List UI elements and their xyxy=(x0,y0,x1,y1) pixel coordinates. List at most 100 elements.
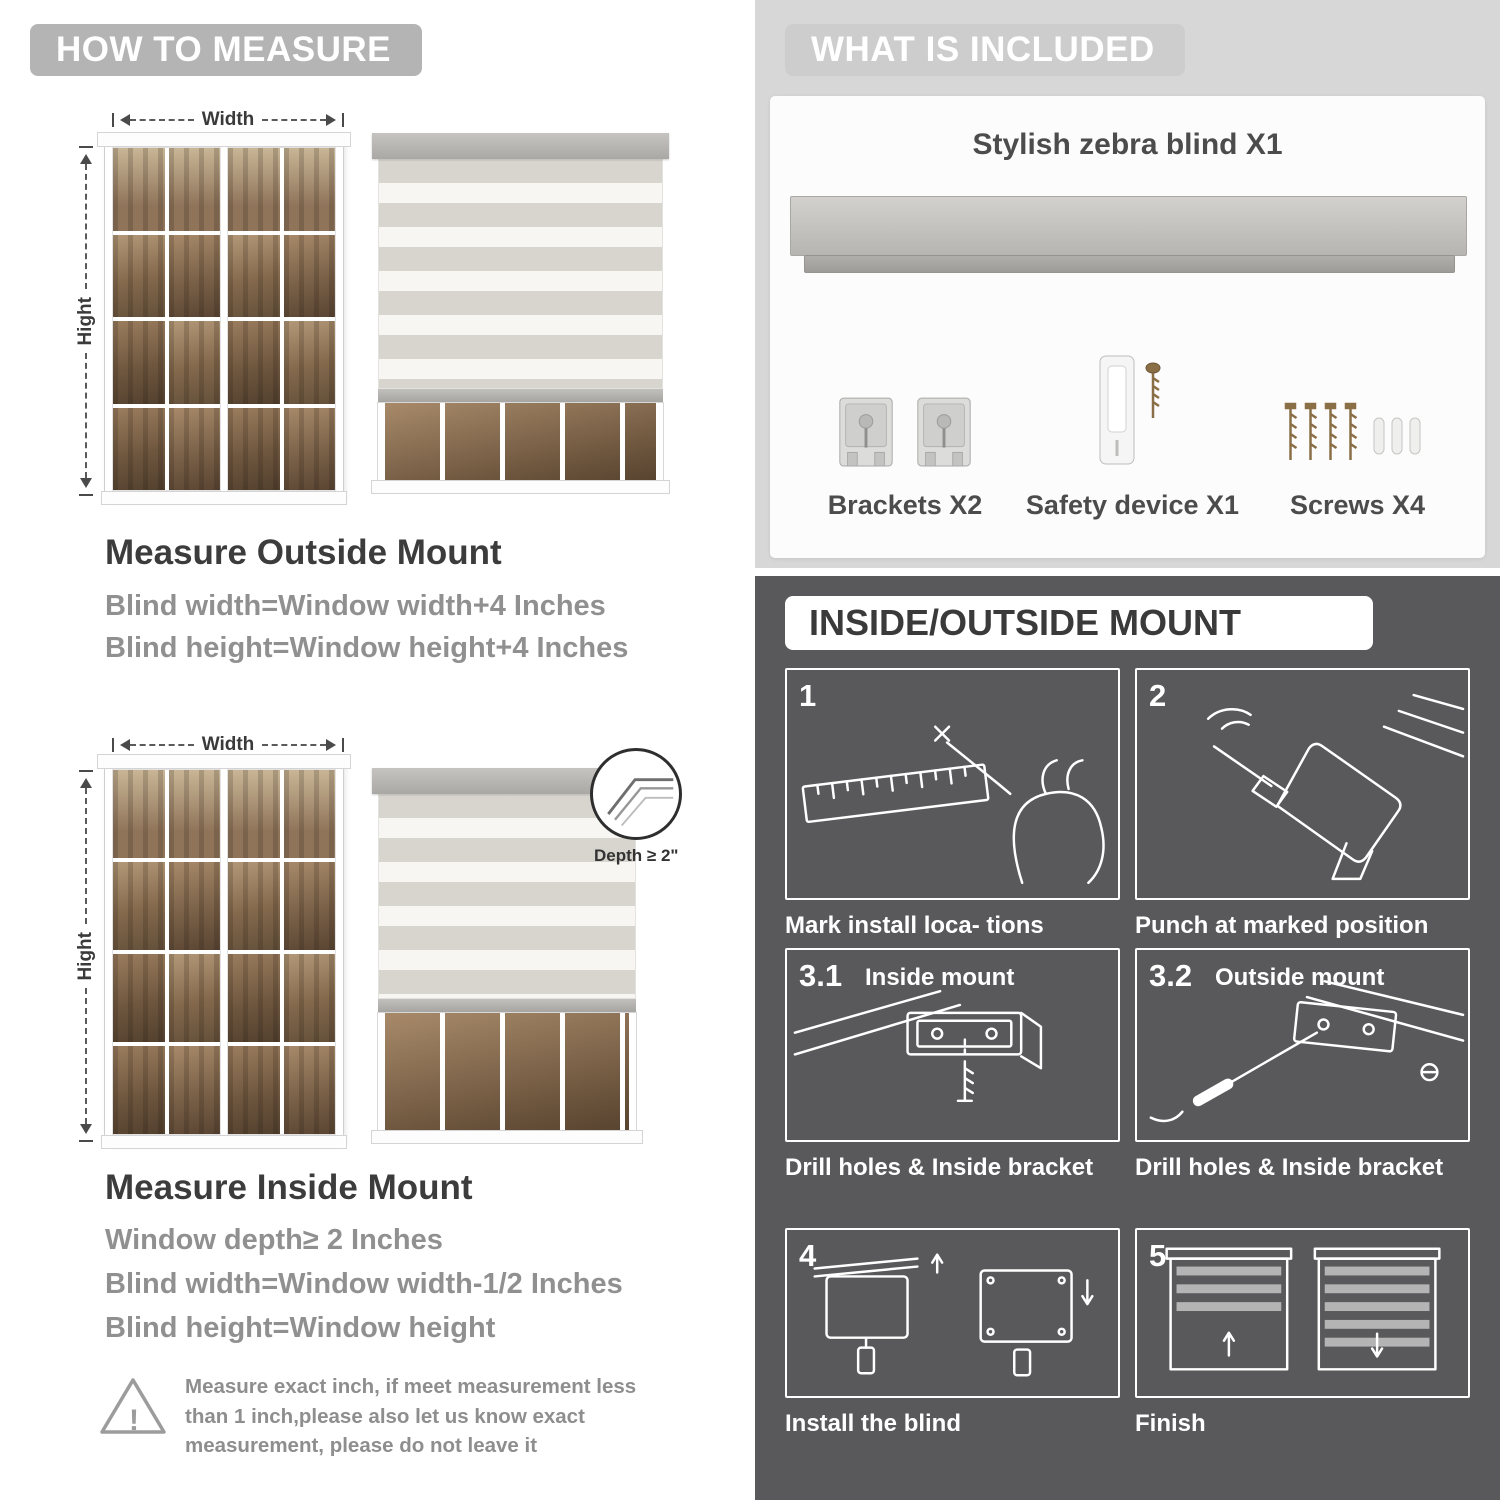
install-blind-illustration xyxy=(813,1253,1094,1377)
width-arrow-inside: Width xyxy=(112,734,344,755)
window-pane xyxy=(113,770,165,858)
window-pane xyxy=(228,862,280,950)
outside-mount-heading: Measure Outside Mount xyxy=(105,533,502,572)
inside-mount-heading: Measure Inside Mount xyxy=(105,1168,473,1207)
depth-detail-circle xyxy=(590,748,682,840)
screws-icon-zone xyxy=(1250,336,1465,476)
outside-mount-label: Outside mount xyxy=(1215,964,1385,991)
arrow-endcap xyxy=(79,770,93,772)
blind-stripes xyxy=(378,794,636,999)
window-pane xyxy=(283,770,335,858)
inside-outside-mount-title: INSIDE/OUTSIDE MOUNT xyxy=(809,602,1242,643)
safety-device-label: Safety device X1 xyxy=(1025,490,1240,520)
arrow-endcap xyxy=(342,113,344,127)
inside-bracket-illustration xyxy=(793,989,1043,1103)
window-pane xyxy=(228,1046,280,1134)
blind-headrail-image xyxy=(790,196,1467,256)
width-label: Width xyxy=(201,109,255,130)
arrow-down-icon xyxy=(80,1124,92,1140)
window-pane xyxy=(283,954,335,1042)
inside-mount-line3: Blind height=Window height xyxy=(105,1312,496,1344)
window-pane xyxy=(113,148,165,231)
step-number: 2 xyxy=(1149,678,1167,713)
step-caption: Finish xyxy=(1135,1410,1206,1437)
window-pane xyxy=(283,407,335,490)
frame-corner-icon xyxy=(607,778,674,827)
mark-locations-illustration xyxy=(801,725,1105,885)
screws-label: Screws X4 xyxy=(1289,490,1426,520)
drill-illustration xyxy=(1206,693,1465,881)
inside-mount-line2: Blind width=Window width-1/2 Inches xyxy=(105,1268,623,1300)
safety-device-icon-zone xyxy=(1025,336,1240,476)
step-caption: Punch at marked position xyxy=(1135,912,1429,939)
finish-illustration xyxy=(1165,1247,1441,1371)
window-pane xyxy=(168,321,220,404)
inside-outside-mount-banner: INSIDE/OUTSIDE MOUNT xyxy=(785,596,1373,650)
window-sash-right xyxy=(227,769,336,1135)
window-pane xyxy=(283,1046,335,1134)
arrow-down-icon xyxy=(80,478,92,494)
brackets-icon-zone xyxy=(795,336,1015,476)
brackets-label: Brackets X2 xyxy=(827,490,983,520)
window-under-blind xyxy=(378,403,663,481)
step-3-1-panel: 3.1 Inside mount xyxy=(785,948,1120,1142)
arrow-right-icon xyxy=(326,739,342,751)
arrow-left-icon xyxy=(114,739,130,751)
bracket-icon xyxy=(839,397,893,467)
step-caption: Mark install loca- tions xyxy=(785,912,1044,939)
arrow-up-icon xyxy=(80,772,92,788)
window-sash-left xyxy=(112,147,221,491)
what-is-included-banner: WHAT IS INCLUDED xyxy=(785,24,1185,76)
step-5-panel: 5 xyxy=(1135,1228,1470,1398)
height-label: Hight xyxy=(75,296,96,346)
outside-mount-line1: Blind width=Window width+4 Inches xyxy=(105,590,606,622)
window-pane xyxy=(113,862,165,950)
window-pane xyxy=(168,954,220,1042)
window-pane xyxy=(168,148,220,231)
blind-headrail xyxy=(372,133,669,159)
included-item-screws: Screws X4 xyxy=(1250,336,1465,521)
outside-bracket-illustration xyxy=(1149,980,1465,1123)
arrow-up-icon xyxy=(80,148,92,164)
included-item-safety-device: Safety device X1 xyxy=(1025,336,1240,521)
window-illustration-outside xyxy=(98,133,350,504)
arrow-endcap xyxy=(79,146,93,148)
step-4-panel: 4 xyxy=(785,1228,1120,1398)
step-number: 5 xyxy=(1149,1238,1167,1273)
step-number: 4 xyxy=(799,1238,817,1273)
arrow-endcap xyxy=(342,738,344,752)
window-pane xyxy=(283,862,335,950)
window-pane xyxy=(113,234,165,317)
window-under-blind xyxy=(378,1013,636,1131)
window-lintel xyxy=(98,133,350,146)
window-pane xyxy=(113,1046,165,1134)
arrow-dash xyxy=(262,119,326,121)
arrow-endcap xyxy=(112,113,114,127)
window-pane xyxy=(283,321,335,404)
window-lintel xyxy=(98,755,350,768)
included-card: Stylish zebra blind X1 xyxy=(770,96,1485,558)
window-sill xyxy=(102,1136,346,1148)
arrow-dash xyxy=(85,164,87,289)
step-caption: Drill holes & Inside bracket xyxy=(785,1154,1094,1181)
step-5: 5 xyxy=(1135,1228,1470,1438)
arrow-right-icon xyxy=(326,114,342,126)
step-2: 2 Punch at marked position xyxy=(1135,668,1470,940)
window-pane xyxy=(168,862,220,950)
step-4: 4 Install the bli xyxy=(785,1228,1120,1438)
window-pane xyxy=(228,407,280,490)
arrow-dash xyxy=(85,988,87,1125)
window-pane xyxy=(113,407,165,490)
blind-stripes xyxy=(378,159,663,389)
product-label: Stylish zebra blind X1 xyxy=(972,128,1283,161)
step-number: 3.1 xyxy=(799,958,843,993)
outside-mount-line2: Blind height=Window height+4 Inches xyxy=(105,632,629,664)
step-caption: Install the blind xyxy=(785,1410,962,1437)
width-arrow-outside: Width xyxy=(112,109,344,130)
arrow-dash xyxy=(130,119,194,121)
safety-device-icon xyxy=(1099,355,1160,465)
step-1: 1 Mark instal xyxy=(785,668,1120,940)
window-pane xyxy=(228,770,280,858)
height-label: Hight xyxy=(75,931,96,981)
